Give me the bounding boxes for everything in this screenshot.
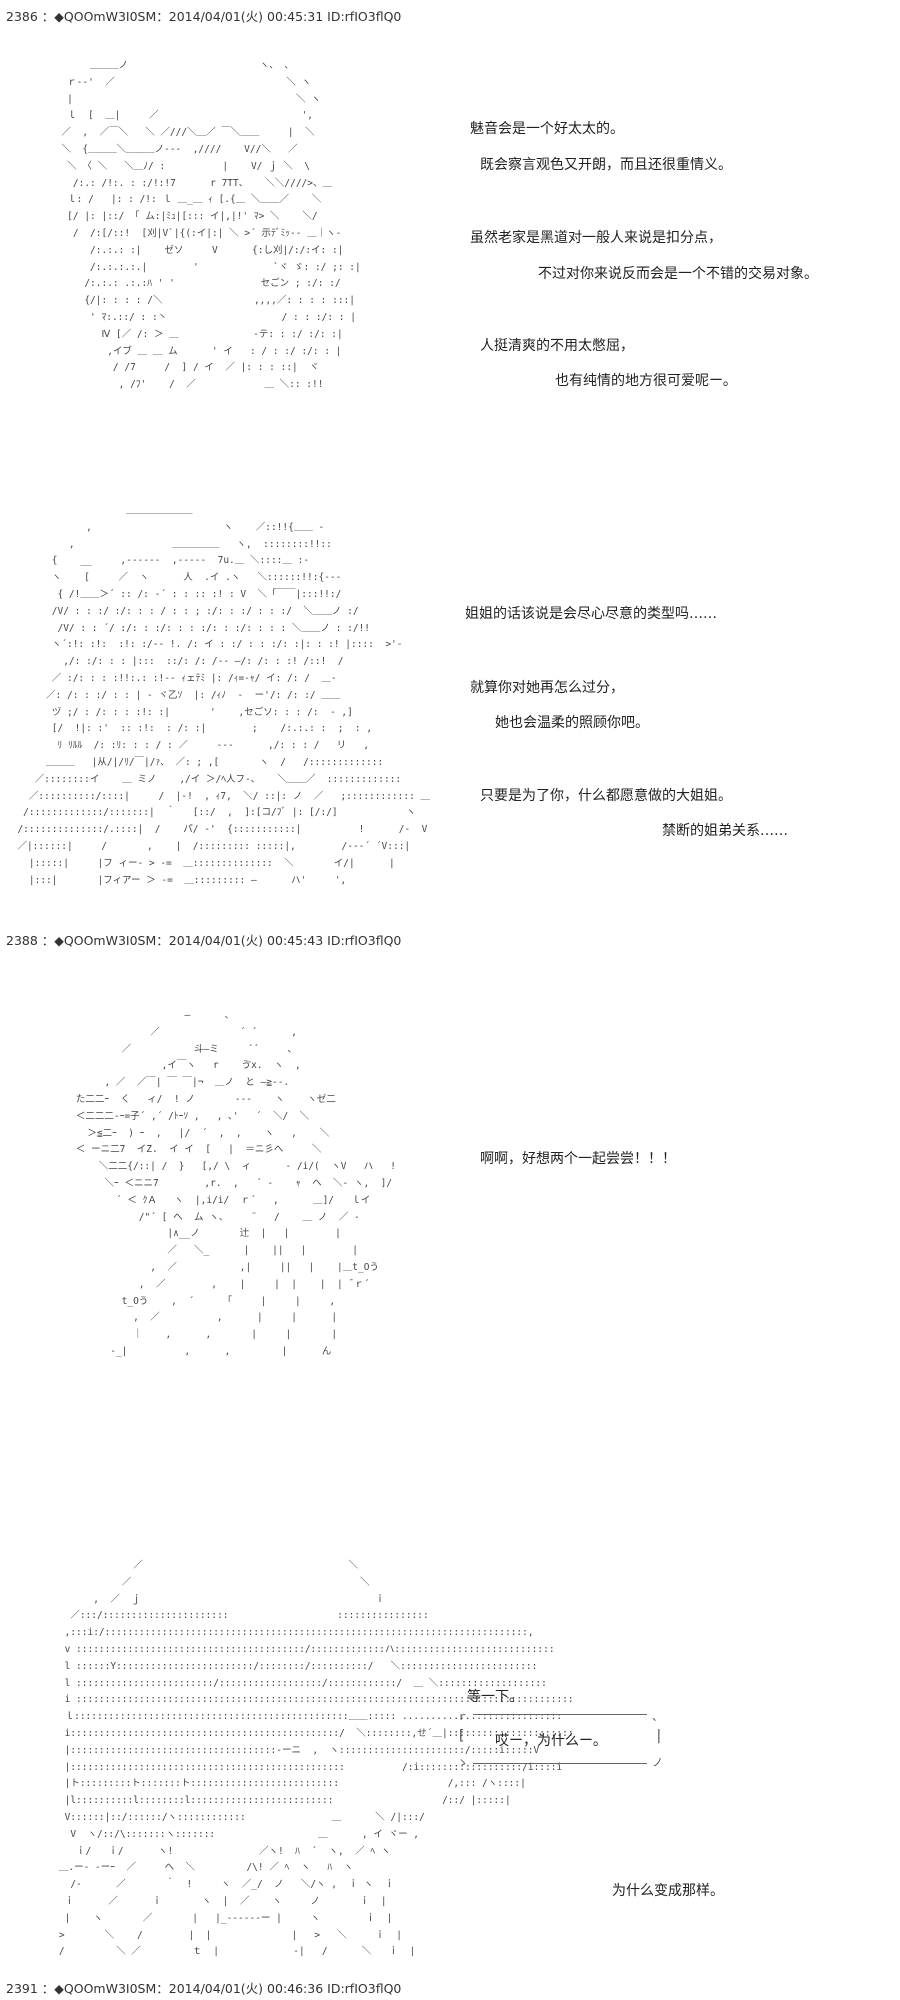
ascii-art-character: ／ ＼ ／ ＼ , ／ ｊ ｉ ／:::/:::::::::::::::::::… (58, 1560, 574, 1958)
bubble-corner-top-left: ｒ (457, 1710, 468, 1723)
post-header: 2388 ：◆QOOmW3I0SM：2014/04/01(火) 00:45:43… (6, 933, 402, 948)
dialogue-line: 不过对你来说反而会是一个不错的交易对象。 (538, 266, 818, 282)
ascii-art-character: ＿＿＿＿＿＿＿ , ヽ ／::!!{＿＿ ‐ , ＿＿＿＿＿ ヽ, ::::::… (17, 505, 431, 886)
dialogue-line: 虽然老家是黑道对一般人来说是扣分点， (470, 230, 722, 246)
dialogue-line: 她也会温柔的照顾你吧。 (495, 715, 649, 731)
dialogue-line: 姐姐的话该说是会尽心尽意的类型吗…… (465, 606, 717, 622)
ascii-art-character: ＿＿＿ノ ヽ、 、 ｒ‐‐' ／ ＼ ヽ | ＼ ヽ ｌ [ ＿| ／ ', ／… (61, 60, 361, 391)
bubble-left-border: [ (457, 1728, 466, 1744)
dialogue-line: 啊啊，好想两个一起尝尝！！！ (480, 1151, 676, 1167)
dialogue-line: 人挺清爽的不用太憋屈， (480, 338, 634, 354)
speech-text: 哎ー，为什么ー。 (495, 1733, 607, 1749)
post-header: 2386 ：◆QOOmW3I0SM：2014/04/01(火) 00:45:31… (6, 9, 402, 24)
bubble-corner-top-right: 、 (652, 1710, 663, 1723)
dialogue-line: 也有纯情的地方很可爱呢ー。 (555, 373, 737, 389)
dialogue-line: 既会察言观色又开朗，而且还很重情义。 (480, 157, 732, 173)
bubble-corner-bottom-right: ノ (652, 1756, 663, 1769)
dialogue-line: 只要是为了你，什么都愿意做的大姐姐。 (480, 788, 732, 804)
dialogue-line: 等一下。 (467, 1689, 523, 1705)
post-header: 2391 ：◆QOOmW3I0SM：2014/04/01(火) 00:46:36… (6, 1981, 402, 1996)
speech-bubble: ｒ 、 [ | 哎ー，为什么ー。 ゝ ノ (455, 1710, 665, 1770)
dialogue-line: 禁断的姐弟关系…… (662, 823, 788, 839)
bubble-bottom-border (473, 1763, 647, 1764)
bubble-top-border (473, 1714, 647, 1715)
dialogue-line: 魅音会是一个好太太的。 (470, 121, 624, 137)
dialogue-line: 为什么变成那样。 (612, 1883, 724, 1899)
ascii-art-character: ― 、 ／ ´ ´ , ／ 斗―ミ ´´ 、 ,イ￣ヽ r ゔx. ヽ , , … (75, 1010, 396, 1357)
bubble-corner-bottom-left: ゝ (457, 1756, 468, 1769)
dialogue-line: 就算你对她再怎么过分， (470, 680, 624, 696)
bubble-right-border: | (654, 1728, 663, 1744)
